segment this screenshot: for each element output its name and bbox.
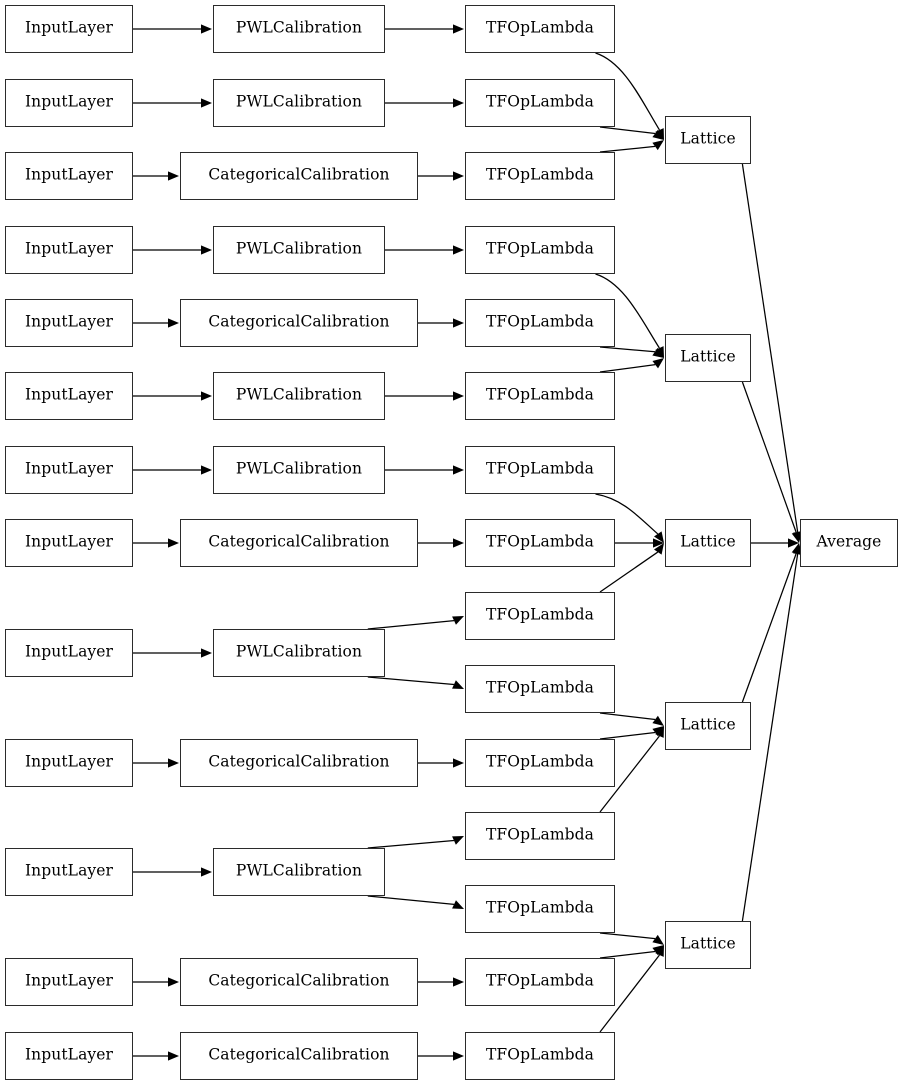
node-label: PWLCalibration — [235, 459, 363, 478]
graph-node-lam14[interactable]: TFOpLambda — [465, 958, 615, 1006]
graph-node-lam7[interactable]: TFOpLambda — [465, 446, 615, 494]
graph-node-lam13[interactable]: TFOpLambda — [465, 885, 615, 933]
node-label: TFOpLambda — [485, 605, 595, 624]
graph-node-lam4[interactable]: TFOpLambda — [465, 226, 615, 274]
graph-node-lat4[interactable]: Lattice — [665, 702, 751, 750]
graph-node-cal6[interactable]: PWLCalibration — [213, 372, 385, 420]
node-label: TFOpLambda — [485, 165, 595, 184]
graph-node-in10[interactable]: InputLayer — [5, 739, 133, 787]
graph-node-in13[interactable]: InputLayer — [5, 1032, 133, 1080]
graph-node-in5[interactable]: InputLayer — [5, 299, 133, 347]
graph-node-lam9[interactable]: TFOpLambda — [465, 592, 615, 640]
node-label: Lattice — [680, 715, 736, 734]
node-label: Average — [816, 532, 882, 551]
node-label: TFOpLambda — [485, 18, 595, 37]
node-label: TFOpLambda — [485, 825, 595, 844]
node-label: CategoricalCalibration — [208, 165, 390, 184]
node-label: TFOpLambda — [485, 92, 595, 111]
graph-node-lam2[interactable]: TFOpLambda — [465, 79, 615, 127]
graph-node-in7[interactable]: InputLayer — [5, 446, 133, 494]
node-label: Lattice — [680, 532, 736, 551]
node-label: InputLayer — [24, 312, 114, 331]
node-label: TFOpLambda — [485, 898, 595, 917]
node-label: PWLCalibration — [235, 92, 363, 111]
node-label: TFOpLambda — [485, 971, 595, 990]
graph-node-in3[interactable]: InputLayer — [5, 152, 133, 200]
node-label: TFOpLambda — [485, 239, 595, 258]
graph-node-lam10[interactable]: TFOpLambda — [465, 665, 615, 713]
node-label: TFOpLambda — [485, 385, 595, 404]
node-label: InputLayer — [24, 239, 114, 258]
node-label: PWLCalibration — [235, 239, 363, 258]
graph-node-lam3[interactable]: TFOpLambda — [465, 152, 615, 200]
graph-node-in12[interactable]: InputLayer — [5, 958, 133, 1006]
node-label: CategoricalCalibration — [208, 1045, 390, 1064]
node-label: InputLayer — [24, 861, 114, 880]
graph-node-in9[interactable]: InputLayer — [5, 629, 133, 677]
graph-node-lat1[interactable]: Lattice — [665, 116, 751, 164]
node-label: TFOpLambda — [485, 532, 595, 551]
node-label: CategoricalCalibration — [208, 752, 390, 771]
node-label: InputLayer — [24, 642, 114, 661]
graph-node-cal12[interactable]: CategoricalCalibration — [180, 958, 418, 1006]
graph-node-cal1[interactable]: PWLCalibration — [213, 5, 385, 53]
graph-node-cal13[interactable]: CategoricalCalibration — [180, 1032, 418, 1080]
node-label: InputLayer — [24, 385, 114, 404]
graph-node-lam1[interactable]: TFOpLambda — [465, 5, 615, 53]
graph-node-lat2[interactable]: Lattice — [665, 334, 751, 382]
graph-node-in1[interactable]: InputLayer — [5, 5, 133, 53]
node-label: PWLCalibration — [235, 642, 363, 661]
graph-node-cal7[interactable]: PWLCalibration — [213, 446, 385, 494]
graph-node-lam6[interactable]: TFOpLambda — [465, 372, 615, 420]
node-label: InputLayer — [24, 971, 114, 990]
node-label: TFOpLambda — [485, 459, 595, 478]
node-label: CategoricalCalibration — [208, 312, 390, 331]
graph-node-cal2[interactable]: PWLCalibration — [213, 79, 385, 127]
node-label: PWLCalibration — [235, 385, 363, 404]
node-label: InputLayer — [24, 165, 114, 184]
graph-node-cal9[interactable]: PWLCalibration — [213, 629, 385, 677]
node-label: TFOpLambda — [485, 312, 595, 331]
graph-node-lat5[interactable]: Lattice — [665, 921, 751, 969]
graph-node-cal3[interactable]: CategoricalCalibration — [180, 152, 418, 200]
node-label: InputLayer — [24, 752, 114, 771]
node-label: InputLayer — [24, 532, 114, 551]
graph-node-lat3[interactable]: Lattice — [665, 519, 751, 567]
graph-node-lam12[interactable]: TFOpLambda — [465, 812, 615, 860]
graph-node-lam15[interactable]: TFOpLambda — [465, 1032, 615, 1080]
node-label: InputLayer — [24, 92, 114, 111]
graph-node-cal8[interactable]: CategoricalCalibration — [180, 519, 418, 567]
node-label: TFOpLambda — [485, 1045, 595, 1064]
node-label: TFOpLambda — [485, 752, 595, 771]
node-label: Lattice — [680, 129, 736, 148]
graph-node-in4[interactable]: InputLayer — [5, 226, 133, 274]
graph-node-cal10[interactable]: CategoricalCalibration — [180, 739, 418, 787]
node-label: Lattice — [680, 934, 736, 953]
node-label: InputLayer — [24, 459, 114, 478]
graph-node-lam11[interactable]: TFOpLambda — [465, 739, 615, 787]
graph-node-lam5[interactable]: TFOpLambda — [465, 299, 615, 347]
graph-node-cal5[interactable]: CategoricalCalibration — [180, 299, 418, 347]
node-label: InputLayer — [24, 1045, 114, 1064]
node-label: PWLCalibration — [235, 18, 363, 37]
graph-node-in6[interactable]: InputLayer — [5, 372, 133, 420]
node-label: CategoricalCalibration — [208, 532, 390, 551]
graph-node-in2[interactable]: InputLayer — [5, 79, 133, 127]
node-label: Lattice — [680, 347, 736, 366]
node-label: PWLCalibration — [235, 861, 363, 880]
node-label: TFOpLambda — [485, 678, 595, 697]
graph-node-cal4[interactable]: PWLCalibration — [213, 226, 385, 274]
graph-node-lam8[interactable]: TFOpLambda — [465, 519, 615, 567]
node-label: InputLayer — [24, 18, 114, 37]
graph-node-in8[interactable]: InputLayer — [5, 519, 133, 567]
graph-node-cal11[interactable]: PWLCalibration — [213, 848, 385, 896]
graph-node-in11[interactable]: InputLayer — [5, 848, 133, 896]
node-label: CategoricalCalibration — [208, 971, 390, 990]
graph-node-avg[interactable]: Average — [800, 519, 898, 567]
